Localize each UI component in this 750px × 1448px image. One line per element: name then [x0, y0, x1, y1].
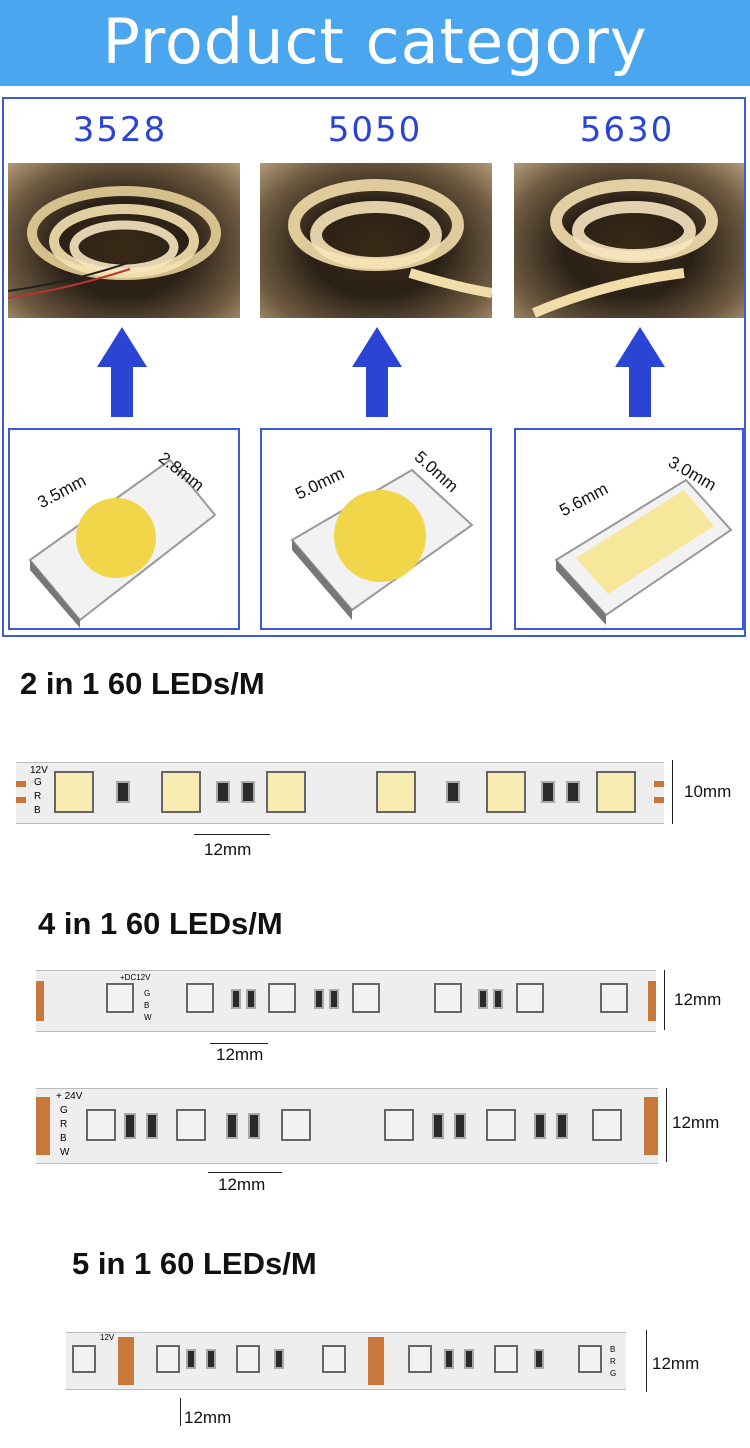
category-code-3528: 3528	[72, 110, 168, 150]
strip-photo-5630	[514, 163, 744, 318]
led-strip-2in1: 12V G R B	[16, 762, 664, 824]
pitch-label: 12mm	[216, 1045, 264, 1064]
pitch-dimension-line	[194, 834, 270, 835]
strip-label: + 24V	[56, 1091, 83, 1102]
up-arrow-icon	[352, 327, 402, 417]
pitch-label: 12mm	[218, 1175, 266, 1194]
led-strip-4in1-12v: +DC12V G B W	[36, 970, 656, 1032]
section-title-2in1: 2 in 1 60 LEDs/M	[20, 666, 265, 701]
page-title: Product category	[102, 5, 648, 78]
strip-label: +DC12V	[120, 973, 151, 982]
strip-label: 12V	[100, 1333, 115, 1342]
strip-label: B	[34, 805, 41, 816]
width-dimension-line	[646, 1330, 647, 1392]
pitch-label: 12mm	[184, 1408, 232, 1427]
strip-label: R	[610, 1357, 616, 1366]
strip-photo-3528	[8, 163, 240, 318]
strip-label: B	[144, 1001, 150, 1010]
strip-label: 12V	[30, 765, 48, 776]
pitch-dimension-line	[180, 1398, 181, 1426]
strip-photo-5050	[260, 163, 492, 318]
header-banner	[0, 0, 750, 86]
chip-diagram-5630: 5.6mm 3.0mm	[514, 428, 744, 630]
strip-label: B	[610, 1345, 616, 1354]
led-strip-4in1-24v: + 24V G R B W	[36, 1088, 658, 1164]
chip-diagram-5050: 5.0mm 5.0mm	[260, 428, 492, 630]
pitch-dimension-line	[210, 1043, 268, 1044]
strip-width-label: 10mm	[684, 782, 732, 801]
category-code-5050: 5050	[327, 110, 423, 150]
strip-label: G	[60, 1105, 68, 1116]
strip-label: G	[610, 1369, 617, 1378]
strip-label: G	[144, 989, 151, 998]
section-title-4in1: 4 in 1 60 LEDs/M	[38, 906, 283, 941]
width-dimension-line	[672, 760, 673, 824]
strip-label: W	[60, 1147, 70, 1158]
category-panel	[2, 97, 746, 637]
strip-label: W	[144, 1013, 152, 1022]
pitch-dimension-line	[208, 1172, 282, 1173]
strip-width-label: 12mm	[652, 1354, 700, 1373]
width-dimension-line	[664, 970, 665, 1030]
strip-label: B	[60, 1133, 67, 1144]
strip-label: R	[60, 1119, 68, 1130]
pitch-label: 12mm	[204, 840, 252, 859]
chip-diagram-3528: 3.5mm 2.8mm	[8, 428, 240, 630]
strip-label: R	[34, 791, 42, 802]
category-code-5630: 5630	[579, 110, 675, 150]
up-arrow-icon	[615, 327, 665, 417]
width-dimension-line	[666, 1088, 667, 1162]
section-title-5in1: 5 in 1 60 LEDs/M	[72, 1246, 317, 1281]
led-strip-5in1: 12V B R G	[66, 1332, 626, 1390]
strip-label: G	[34, 777, 42, 788]
strip-width-label: 12mm	[674, 990, 722, 1009]
up-arrow-icon	[97, 327, 147, 417]
strip-width-label: 12mm	[672, 1113, 720, 1132]
